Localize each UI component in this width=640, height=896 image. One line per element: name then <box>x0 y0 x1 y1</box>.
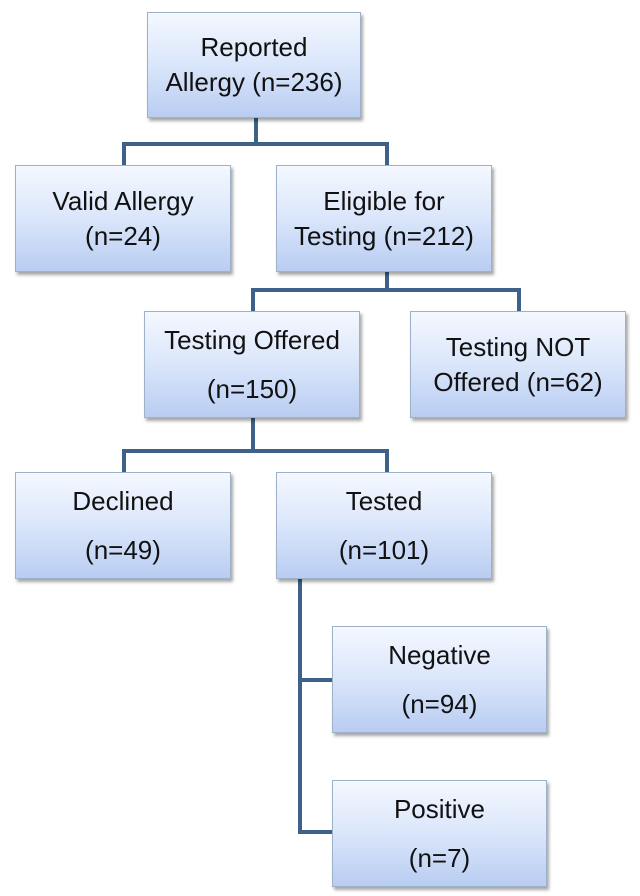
negative-line1: Negative <box>388 639 491 670</box>
testing-offered-box: Testing Offered (n=150) <box>144 311 360 418</box>
testing-offered-line1: Testing Offered <box>164 324 340 355</box>
testing-offered-line2: (n=150) <box>206 373 298 404</box>
eligible-line2: Testing (n=212) <box>294 220 474 251</box>
declined-line1: Declined <box>72 485 174 516</box>
positive-box: Positive (n=7) <box>332 780 547 887</box>
eligible-line1: Eligible for <box>323 185 445 216</box>
positive-line2: (n=7) <box>408 842 471 873</box>
declined-box: Declined (n=49) <box>15 472 231 579</box>
tested-line2: (n=101) <box>338 534 430 565</box>
tested-line1: Tested <box>345 485 423 516</box>
positive-line1: Positive <box>393 793 486 824</box>
valid-allergy-box: Valid Allergy (n=24) <box>15 165 231 272</box>
reported-allergy-line1: Reported <box>200 32 308 62</box>
testing-not-offered-line1: Testing NOT <box>445 331 591 362</box>
eligible-for-testing-box: Eligible for Testing (n=212) <box>276 165 492 272</box>
testing-not-offered-box: Testing NOT Offered (n=62) <box>410 311 626 418</box>
tested-box: Tested (n=101) <box>276 472 492 579</box>
negative-box: Negative (n=94) <box>332 626 547 733</box>
connector-offered-to-children <box>122 416 389 474</box>
reported-allergy-line2: Allergy (n=236) <box>165 67 343 97</box>
valid-allergy-line2: (n=24) <box>85 220 161 251</box>
connector-reported-to-children <box>122 116 389 167</box>
negative-line2: (n=94) <box>401 688 478 719</box>
reported-allergy-box: Reported Allergy (n=236) <box>147 12 361 118</box>
declined-line2: (n=49) <box>85 534 161 565</box>
valid-allergy-line1: Valid Allergy <box>52 185 194 216</box>
connector-eligible-to-children <box>251 270 521 313</box>
testing-not-offered-line2: Offered (n=62) <box>433 366 603 397</box>
connector-tested-to-results <box>298 577 334 834</box>
